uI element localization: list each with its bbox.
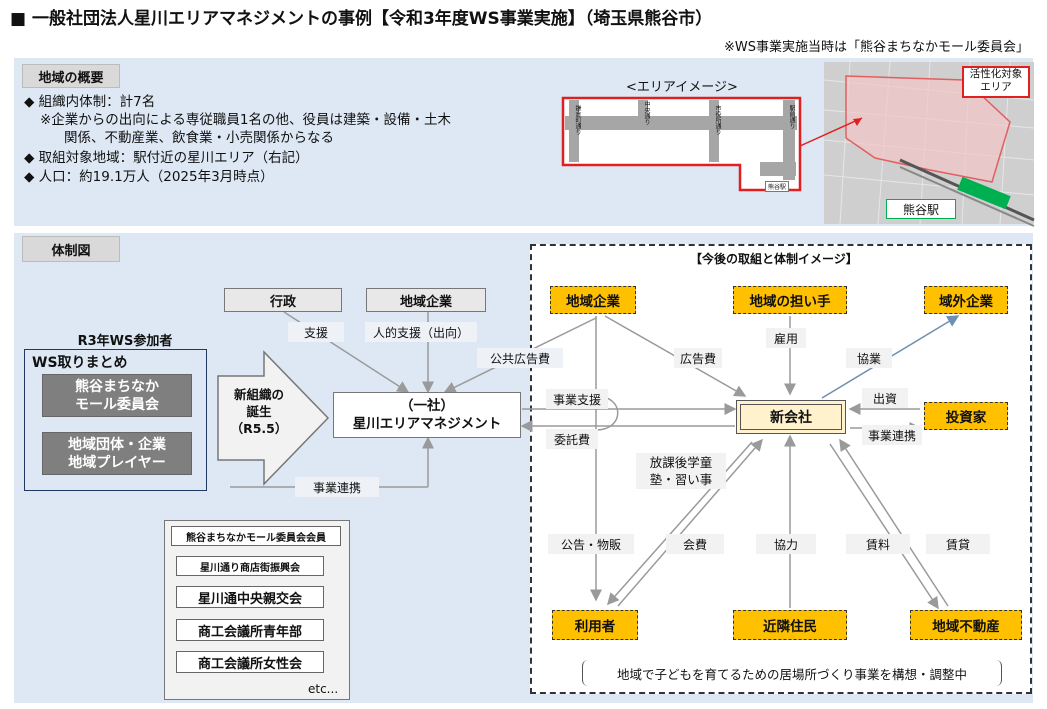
future-kinrin: 近隣住民 — [733, 610, 847, 640]
station-small-label: 熊谷駅 — [765, 181, 790, 192]
new-company-label: 新会社 — [740, 404, 842, 430]
ws-summary-label: WS取りまとめ — [32, 355, 128, 371]
street-label-shiyakusho: 市役所通り — [714, 105, 721, 135]
structure-header: 体制図 — [22, 236, 120, 262]
future-fudosan: 地域不動産 — [910, 610, 1022, 640]
map-station-label: 熊谷駅 — [886, 199, 956, 219]
label-shien: 支援 — [288, 322, 344, 342]
future-ninaite: 地域の担い手 — [733, 286, 847, 314]
label-koukyou-koukoku: 公共広告費 — [477, 348, 563, 368]
label-houkago: 放課後学童 塾・習い事 — [636, 453, 726, 489]
member-joseikai: 商工会議所女性会 — [176, 651, 324, 673]
label-koyou: 雇用 — [766, 328, 806, 348]
label-jinteki-shien: 人的支援（出向） — [365, 322, 477, 342]
overview-header: 地域の概要 — [22, 64, 120, 88]
label-itakuhi: 委託費 — [546, 429, 598, 449]
members-header: 熊谷まちなかモール委員会会員 — [171, 526, 341, 546]
street-label-ekimae: 駅前通り — [788, 105, 795, 129]
overview-line-3: 関係、不動産業、飲食業・小売関係からなる — [64, 130, 334, 146]
area-image-label: <エリアイメージ> — [626, 80, 738, 95]
label-chintai: 賃貸 — [926, 534, 990, 554]
label-jigyo-shien: 事業支援 — [546, 389, 608, 409]
members-more: etc... — [308, 682, 339, 696]
label-kaihi: 会費 — [666, 534, 724, 554]
org-box: （一社） 星川エリアマネジメント — [333, 392, 521, 438]
members-panel — [164, 520, 350, 700]
future-footer: 地域で子どもを育てるための居場所づくり事業を構想・調整中 — [582, 660, 1002, 686]
new-org-arrow-text: 新組織の 誕生 （R5.5） — [230, 387, 288, 436]
new-company-box: 新会社 — [736, 400, 846, 434]
member-hoshikawa-chuo: 星川通中央親交会 — [176, 586, 324, 608]
label-shusshi: 出資 — [862, 388, 908, 408]
label-kyogyo: 協業 — [846, 348, 892, 368]
street-label-kamakura: 鎌倉町通り — [574, 105, 581, 135]
future-riyousha: 利用者 — [552, 610, 638, 640]
label-kokoku-buppan: 公告・物販 — [548, 534, 634, 554]
future-header: 【今後の取組と体制イメージ】 — [690, 252, 858, 266]
gyosei-box: 行政 — [224, 288, 342, 312]
chiiki-kigyo-box: 地域企業 — [366, 288, 486, 312]
label-jigyo-renkei-left: 事業連携 — [295, 477, 379, 497]
ws-participants-label: R3年WS参加者 — [77, 334, 173, 349]
label-kyoryoku: 協力 — [756, 534, 816, 554]
label-koukokuhi: 広告費 — [674, 348, 722, 368]
member-hoshikawa-shotengai: 星川通り商店街振興会 — [176, 556, 324, 576]
future-gaiki-kigyo: 域外企業 — [924, 286, 1008, 314]
overview-line-2: ※企業からの出向による専従職員1名の他、役員は建築・設備・土木 — [40, 112, 451, 128]
street-label-chuo: 中央通り — [643, 101, 650, 125]
label-chinryo: 賃料 — [846, 534, 910, 554]
overview-line-4: ◆ 取組対象地域：駅付近の星川エリア（右記） — [24, 150, 309, 166]
member-seinenbu: 商工会議所青年部 — [176, 619, 324, 641]
page-title: ■ 一般社団法人星川エリアマネジメントの事例【令和3年度WS事業実施】（埼玉県熊… — [10, 9, 713, 29]
overview-line-5: ◆ 人口：約19.1万人（2025年3月時点） — [24, 169, 274, 185]
label-jigyo-renkei-right: 事業連携 — [862, 425, 922, 445]
future-toshika: 投資家 — [924, 402, 1008, 430]
overview-line-1: ◆ 組織内体制：計7名 — [24, 94, 156, 110]
ws-box-mall-committee: 熊谷まちなか モール委員会 — [42, 374, 192, 417]
map-area-tag: 活性化対象 エリア — [962, 66, 1030, 98]
future-chiiki-kigyo: 地域企業 — [550, 286, 636, 314]
ws-box-local-players: 地域団体・企業 地域プレイヤー — [42, 432, 192, 475]
ws-note: ※WS事業実施当時は「熊谷まちなかモール委員会」 — [724, 40, 1029, 55]
